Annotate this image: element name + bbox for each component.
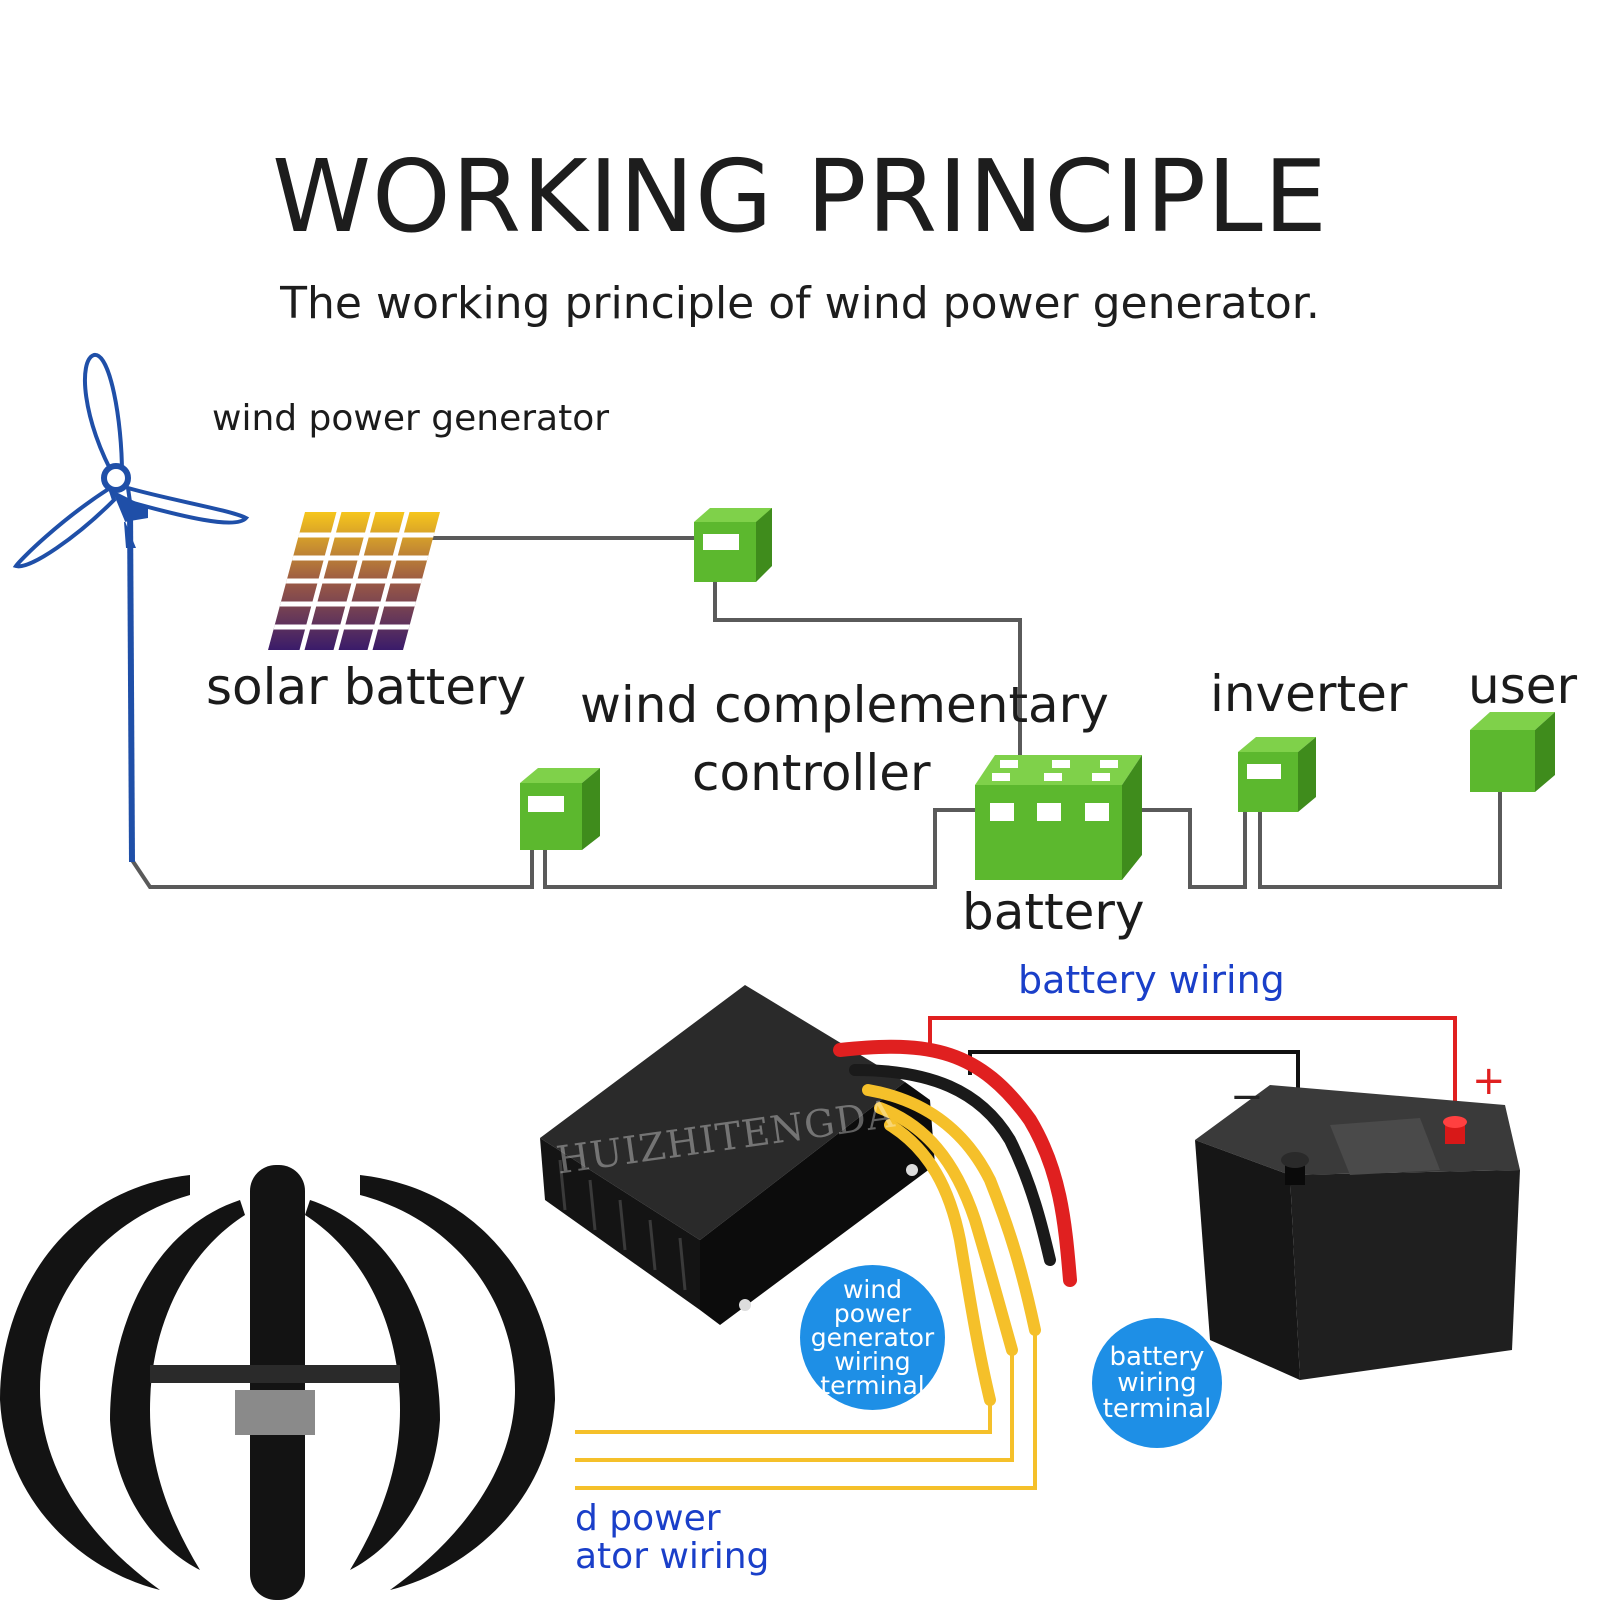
diagram-wires bbox=[130, 536, 1502, 889]
battery-wiring-label: battery wiring bbox=[1018, 958, 1285, 1002]
badge-line: power bbox=[833, 1298, 912, 1328]
rectifier-box-icon bbox=[520, 768, 600, 850]
badge-line: wiring bbox=[1117, 1368, 1197, 1398]
page-subtitle: The working principle of wind power gene… bbox=[280, 278, 1320, 329]
car-battery-icon bbox=[1195, 1085, 1520, 1380]
badge-line: battery bbox=[1109, 1342, 1205, 1372]
inverter-label: inverter bbox=[1210, 665, 1408, 723]
badge-line: terminal bbox=[1102, 1394, 1212, 1424]
user-label: user bbox=[1468, 657, 1578, 715]
battery-bank-icon bbox=[975, 755, 1142, 880]
wind-turbine-icon bbox=[12, 353, 250, 863]
battery-terminal-badge: battery wiring terminal bbox=[1092, 1318, 1222, 1448]
page-title: WORKING PRINCIPLE bbox=[272, 138, 1328, 255]
generator-wiring-label-line1: d power bbox=[575, 1498, 721, 1539]
generator-wiring-lines bbox=[575, 1330, 1037, 1490]
minus-sign: − bbox=[1230, 1074, 1264, 1120]
controller-label-line1: wind complementary bbox=[580, 676, 1109, 734]
charge-controller-unit bbox=[540, 985, 935, 1325]
user-box-icon bbox=[1470, 712, 1555, 792]
controller-box-icon bbox=[694, 508, 772, 582]
badge-line: generator bbox=[810, 1322, 935, 1352]
solar-panel-icon bbox=[268, 512, 440, 650]
plus-sign: + bbox=[1472, 1058, 1506, 1104]
solar-battery-label: solar battery bbox=[206, 658, 527, 716]
controller-cables bbox=[833, 1039, 1077, 1406]
badge-line: wind bbox=[842, 1274, 903, 1304]
badge-line: terminal bbox=[820, 1370, 925, 1400]
wind-generator-label: wind power generator bbox=[212, 398, 610, 439]
generator-terminal-badge: wind power generator wiring terminal bbox=[800, 1265, 945, 1410]
inverter-box-icon bbox=[1238, 737, 1316, 812]
lantern-wind-turbine-icon bbox=[0, 1165, 555, 1600]
generator-wiring-label-line2: ator wiring bbox=[575, 1536, 770, 1577]
controller-label-line2: controller bbox=[692, 744, 931, 802]
battery-label: battery bbox=[962, 883, 1145, 941]
badge-line: wiring bbox=[834, 1346, 911, 1376]
